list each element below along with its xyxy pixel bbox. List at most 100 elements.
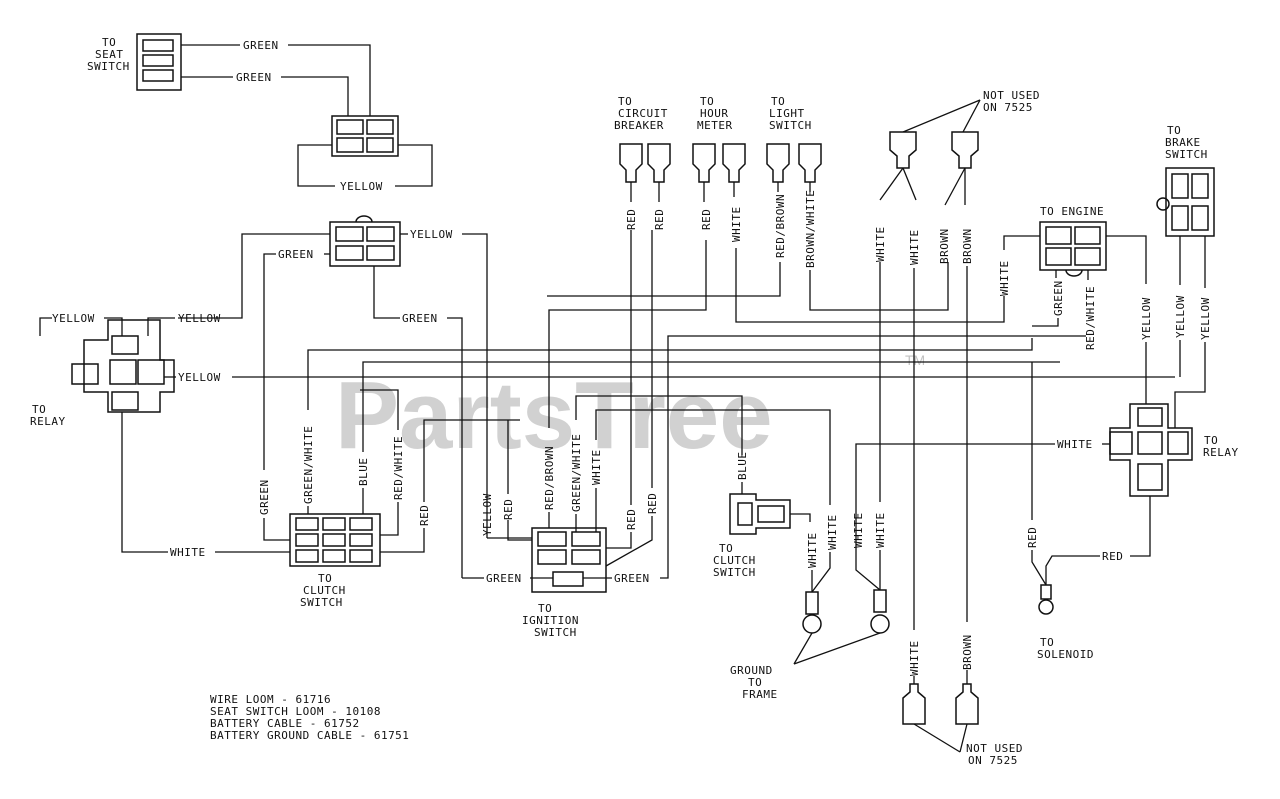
callout-not-used-bottom-2: ON 7525 (968, 754, 1018, 767)
callout-ignition-2: IGNITION (522, 614, 579, 627)
wire-label-red: RED (625, 209, 638, 230)
wire-label-white: WHITE (908, 640, 921, 676)
callout-light-switch-2: LIGHT (769, 107, 805, 120)
callout-ground-3: FRAME (742, 688, 778, 701)
callout-brake-switch-3: SWITCH (1165, 148, 1208, 161)
wire-label-red: RED (502, 499, 515, 520)
callout-ignition-3: SWITCH (534, 626, 577, 639)
legend-line: SEAT SWITCH LOOM - 10108 (210, 705, 381, 718)
wire-label-red: RED (625, 509, 638, 530)
wire-label-brown: BROWN (938, 228, 951, 264)
relay-right (1109, 403, 1193, 497)
callout-circuit-breaker-1: TO (618, 95, 632, 108)
watermark: PartsTree (335, 362, 773, 469)
wire-label-yellow: YELLOW (481, 493, 494, 536)
wire-label-red: RED (1102, 550, 1123, 563)
legend-line: BATTERY GROUND CABLE - 61751 (210, 729, 409, 742)
wire-label-white: WHITE (874, 226, 887, 262)
wire-label-yellow: YELLOW (1174, 295, 1187, 338)
wire-label-green: GREEN (258, 479, 271, 515)
callout-light-switch-3: SWITCH (769, 119, 812, 132)
wire-label-blue: BLUE (736, 452, 749, 481)
callout-ignition-1: TO (538, 602, 552, 615)
callout-solenoid-1: TO (1040, 636, 1054, 649)
top-plugs (619, 143, 822, 183)
wire-label-yellow: YELLOW (1199, 297, 1212, 340)
wire-label-white: WHITE (852, 512, 865, 548)
wire-label-white: WHITE (1057, 438, 1093, 451)
callout-hour-meter-1: TO (700, 95, 714, 108)
wire-label-red-brown: RED/BROWN (774, 194, 787, 258)
wire-label-green-white: GREEN/WHITE (570, 434, 583, 512)
wire-label-green: GREEN (614, 572, 650, 585)
callout-ground-2: TO (748, 676, 762, 689)
wire-label-brown: BROWN (961, 228, 974, 264)
wire-label-red: RED (700, 209, 713, 230)
wire-label-white: WHITE (806, 532, 819, 568)
ignition-switch-connector (531, 527, 607, 593)
callout-clutch-left-3: SWITCH (300, 596, 343, 609)
wire-label-yellow: YELLOW (410, 228, 453, 241)
wire-label-green-white: GREEN/WHITE (302, 426, 315, 504)
wire-label-yellow: YELLOW (1140, 297, 1153, 340)
seat-switch-connector (136, 33, 182, 91)
wire-label-yellow: YELLOW (340, 180, 383, 193)
wire-label-yellow: YELLOW (178, 312, 221, 325)
callout-not-used-top-1: NOT USED (983, 89, 1040, 102)
wire-label-brown: BROWN (961, 634, 974, 670)
callout-engine: TO ENGINE (1040, 205, 1104, 218)
callout-seat-switch-2: SEAT (95, 48, 124, 61)
callout-circuit-breaker-3: BREAKER (614, 119, 664, 132)
seat-loom-connector (331, 115, 399, 157)
wire-label-yellow: YELLOW (178, 371, 221, 384)
callout-brake-switch-2: BRAKE (1165, 136, 1201, 149)
wire-label-white: WHITE (998, 260, 1011, 296)
callout-brake-switch-1: TO (1167, 124, 1181, 137)
wire-label-red: RED (653, 209, 666, 230)
wire-label-yellow: YELLOW (52, 312, 95, 325)
wire-label-white: WHITE (730, 206, 743, 242)
solenoid-terminal (1038, 584, 1054, 615)
wire-label-white: WHITE (874, 512, 887, 548)
wire-label-white: WHITE (826, 514, 839, 550)
wire-label-blue: BLUE (357, 458, 370, 487)
callout-not-used-top-2: ON 7525 (983, 101, 1033, 114)
not-used-plugs-top (889, 131, 979, 169)
callout-circuit-breaker-2: CIRCUIT (618, 107, 668, 120)
callout-seat-switch-3: SWITCH (87, 60, 130, 73)
engine-connector (1039, 221, 1107, 277)
watermark-tm: TM (905, 352, 925, 368)
callout-clutch-left-1: TO (318, 572, 332, 585)
parts-legend: WIRE LOOM - 61716 SEAT SWITCH LOOM - 101… (210, 693, 409, 742)
callout-hour-meter-3: METER (697, 119, 733, 132)
wire-label-red-white: RED/WHITE (392, 436, 405, 500)
wire-label-red-brown: RED/BROWN (543, 446, 556, 510)
wire-label-white: WHITE (170, 546, 206, 559)
not-used-plugs-bottom (902, 683, 979, 725)
wire-label-green: GREEN (236, 71, 272, 84)
wire-label-brown-white: BROWN/WHITE (804, 190, 817, 268)
clutch-switch-connector-mid (729, 493, 791, 535)
callout-clutch-mid-1: TO (719, 542, 733, 555)
wire-label-red: RED (1026, 527, 1039, 548)
callout-relay-left-2: RELAY (30, 415, 66, 428)
brake-switch-connector (1156, 167, 1215, 237)
wire-label-white: WHITE (908, 229, 921, 265)
legend-line: WIRE LOOM - 61716 (210, 693, 331, 706)
callout-relay-right-2: RELAY (1203, 446, 1239, 459)
callout-hour-meter-2: HOUR (700, 107, 729, 120)
callout-seat-switch-1: TO (102, 36, 116, 49)
callout-clutch-mid-3: SWITCH (713, 566, 756, 579)
wire-label-green: GREEN (486, 572, 522, 585)
ground-terminals (802, 589, 890, 634)
callout-relay-right-1: TO (1204, 434, 1218, 447)
callout-light-switch-1: TO (771, 95, 785, 108)
relay-left (71, 319, 175, 413)
wire-label-green: GREEN (1052, 280, 1065, 316)
wire-label-red: RED (646, 493, 659, 514)
callout-solenoid-2: SOLENOID (1037, 648, 1094, 661)
wire-label-green: GREEN (243, 39, 279, 52)
clutch-switch-connector-left (289, 513, 381, 567)
callout-not-used-bottom-1: NOT USED (966, 742, 1023, 755)
